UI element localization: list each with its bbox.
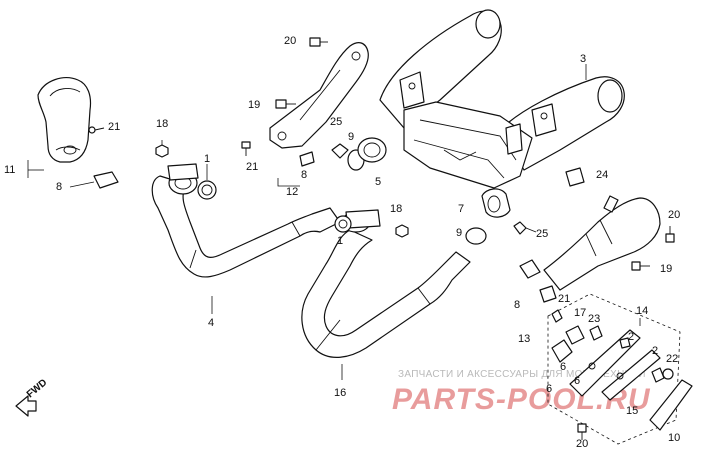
clamp-5 bbox=[357, 137, 387, 163]
callout-24: 24 bbox=[596, 169, 608, 181]
pipe-connector-7 bbox=[481, 188, 511, 218]
callout-6: 6 bbox=[560, 361, 566, 373]
callout-19: 19 bbox=[248, 99, 260, 111]
clamp-25-lower bbox=[513, 221, 527, 235]
gasket-9-lower bbox=[465, 227, 487, 245]
callout-3: 3 bbox=[580, 53, 586, 65]
clamp-6-left bbox=[551, 339, 573, 363]
heat-guard-10 bbox=[649, 379, 693, 431]
callout-17: 17 bbox=[574, 307, 586, 319]
nut-18-left bbox=[155, 144, 169, 158]
callout-11: 11 bbox=[4, 164, 15, 176]
bolt-21-left bbox=[88, 126, 105, 134]
callout-6: 6 bbox=[546, 383, 552, 395]
callout-10: 10 bbox=[668, 432, 680, 444]
clamp-25-upper bbox=[331, 143, 349, 159]
bolt-20-right bbox=[665, 226, 675, 243]
callout-4: 4 bbox=[208, 317, 214, 329]
callout-19: 19 bbox=[660, 263, 672, 275]
bolt-19-right bbox=[631, 261, 650, 271]
callout-5: 5 bbox=[375, 176, 381, 188]
watermark-subtitle: ЗАПЧАСТИ И АКСЕССУАРЫ ДЛЯ МОТОТЕХНИКИ bbox=[398, 369, 646, 380]
bolt-19-top bbox=[275, 99, 296, 109]
callout-6: 6 bbox=[574, 375, 580, 387]
callout-25: 25 bbox=[330, 116, 342, 128]
washer-2-upper bbox=[619, 337, 631, 349]
exhaust-pipe-rear bbox=[301, 209, 471, 358]
callout-14: 14 bbox=[636, 305, 648, 317]
callout-18: 18 bbox=[156, 118, 168, 130]
callout-20: 20 bbox=[284, 35, 296, 47]
bracket-clamp-right bbox=[539, 285, 557, 303]
callout-8: 8 bbox=[301, 169, 307, 181]
bolt-20-bottom bbox=[577, 423, 587, 440]
nut-22 bbox=[662, 368, 674, 380]
callout-25: 25 bbox=[536, 228, 548, 240]
callout-21: 21 bbox=[246, 161, 258, 173]
callout-23: 23 bbox=[588, 313, 600, 325]
gasket-1-right bbox=[334, 215, 352, 233]
fwd-label: FWD bbox=[25, 377, 50, 400]
muffler-bracket-upper bbox=[269, 42, 369, 149]
callout-7: 7 bbox=[458, 203, 464, 215]
callout-8: 8 bbox=[56, 181, 62, 193]
callout-1: 1 bbox=[204, 153, 210, 165]
bracket-clamp-mid bbox=[299, 151, 315, 167]
callout-22: 22 bbox=[666, 353, 678, 365]
callout-9: 9 bbox=[456, 227, 462, 239]
callout-15: 15 bbox=[626, 405, 638, 417]
rubber-24 bbox=[565, 167, 585, 187]
callout-18: 18 bbox=[390, 203, 402, 215]
callout-9: 9 bbox=[348, 131, 354, 143]
nut-23 bbox=[589, 325, 603, 341]
muffler-assembly bbox=[379, 9, 625, 189]
clamp-6-mid bbox=[565, 325, 585, 345]
bolt-17 bbox=[551, 309, 563, 323]
bracket-clamp-left bbox=[93, 171, 119, 189]
callout-2: 2 bbox=[652, 345, 658, 357]
bolt-21-mid bbox=[241, 141, 251, 156]
right-muffler-section bbox=[519, 195, 661, 291]
callout-12: 12 bbox=[286, 186, 298, 198]
forward-direction-arrow: FWD bbox=[15, 377, 50, 417]
callout-20: 20 bbox=[668, 209, 680, 221]
callout-21: 21 bbox=[558, 293, 570, 305]
nut-18-right bbox=[395, 224, 409, 238]
lead-12 bbox=[277, 178, 300, 187]
left-heat-shield bbox=[37, 77, 92, 163]
callout-16: 16 bbox=[334, 387, 346, 399]
callout-1: 1 bbox=[337, 235, 343, 247]
exhaust-pipe-front bbox=[151, 163, 341, 278]
bolt-20-top bbox=[309, 37, 328, 47]
callout-2: 2 bbox=[628, 331, 634, 343]
callout-20: 20 bbox=[576, 438, 588, 450]
callout-8: 8 bbox=[514, 299, 520, 311]
gasket-1-left bbox=[197, 180, 217, 200]
callout-13: 13 bbox=[518, 333, 530, 345]
callout-21: 21 bbox=[108, 121, 120, 133]
washer-2-lower bbox=[651, 367, 665, 383]
